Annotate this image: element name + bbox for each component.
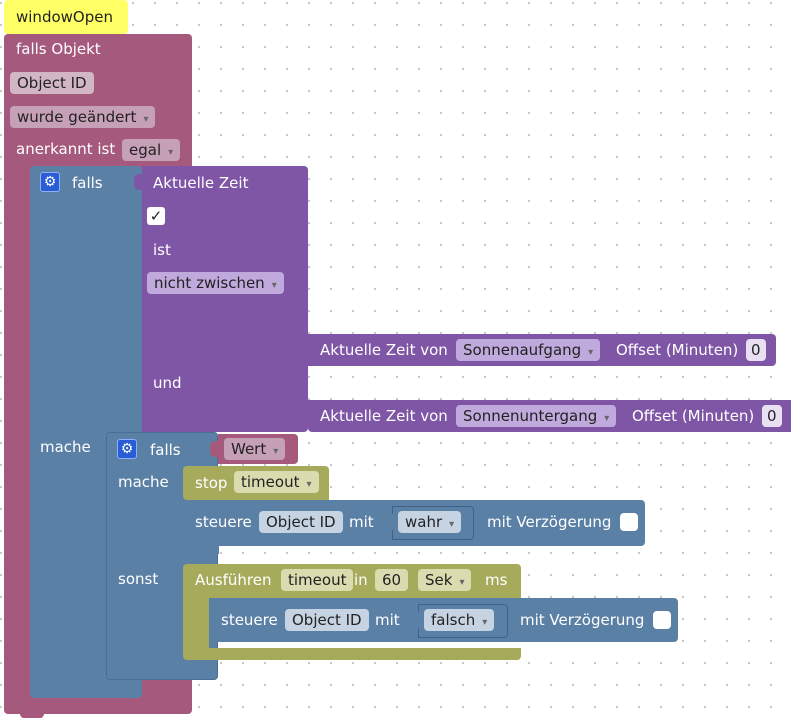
script-name-text: windowOpen xyxy=(16,8,113,26)
chevron-down-icon: ▾ xyxy=(449,519,455,530)
control-false-object-text: Object ID xyxy=(292,611,362,629)
control-false-label: steuere xyxy=(221,611,278,629)
sunset-dropdown[interactable]: Sonnenuntergang ▾ xyxy=(456,405,617,427)
inner-if-label: falls xyxy=(150,441,181,459)
timeout-in-label: in xyxy=(354,571,368,589)
sunset-dropdown-text: Sonnenuntergang xyxy=(463,407,598,425)
sunrise-offset-label: Offset (Minuten) xyxy=(616,341,739,359)
timeout-amount-field[interactable]: 60 xyxy=(375,569,409,591)
sunrise-offset-text: 0 xyxy=(751,341,761,359)
control-false-with: mit xyxy=(375,611,400,629)
value-dropdown[interactable]: Wert ▾ xyxy=(224,438,286,460)
time-is-label: ist xyxy=(153,241,171,259)
timeout-unit-suffix: ms xyxy=(485,571,508,589)
false-value-text: falsch xyxy=(431,611,476,629)
true-value-text: wahr xyxy=(405,513,443,531)
sunrise-offset-field[interactable]: 0 xyxy=(746,339,766,361)
control-true-object-text: Object ID xyxy=(266,513,336,531)
compare-dropdown-text: nicht zwischen xyxy=(154,274,265,292)
timeout-block-bottom xyxy=(183,648,521,660)
connector-plug xyxy=(300,408,310,424)
sunrise-dropdown-text: Sonnenaufgang xyxy=(463,341,582,359)
compare-dropdown[interactable]: nicht zwischen ▾ xyxy=(147,272,284,294)
timeout-block-left-arm xyxy=(183,598,209,650)
stop-timer-dropdown[interactable]: timeout ▾ xyxy=(234,471,319,493)
connector-plug xyxy=(384,514,394,530)
control-true-label: steuere xyxy=(195,513,252,531)
connector-plug xyxy=(210,441,220,457)
ack-dropdown-text: egal xyxy=(129,141,162,159)
timeout-unit-text: Sek xyxy=(425,571,453,589)
value-dropdown-text: Wert xyxy=(231,440,267,458)
if-label: falls xyxy=(72,174,103,192)
chevron-down-icon: ▾ xyxy=(143,114,149,125)
sunset-prefix: Aktuelle Zeit von xyxy=(320,407,448,425)
event-object-id-field[interactable]: Object ID xyxy=(10,72,94,94)
sunset-offset-text: 0 xyxy=(767,407,777,425)
timeout-name-field[interactable]: timeout xyxy=(281,569,354,591)
inner-else-label: sonst xyxy=(118,570,159,588)
chevron-down-icon: ▾ xyxy=(271,280,277,291)
inner-do-label: mache xyxy=(118,473,169,491)
chevron-down-icon: ▾ xyxy=(306,479,312,490)
time-checkbox[interactable]: ✓ xyxy=(147,207,165,225)
control-false-delay-checkbox[interactable] xyxy=(653,611,671,629)
sunset-offset-label: Offset (Minuten) xyxy=(632,407,755,425)
gear-icon[interactable]: ⚙ xyxy=(117,439,137,459)
stop-label: stop xyxy=(195,474,228,492)
connector-plug xyxy=(300,342,310,358)
connector-plug xyxy=(410,612,420,628)
chevron-down-icon: ▾ xyxy=(588,347,594,358)
time-and-label: und xyxy=(153,374,182,392)
timeout-name-text: timeout xyxy=(288,571,347,589)
if-do-label: mache xyxy=(40,438,91,456)
script-name-label[interactable] xyxy=(4,0,128,34)
trigger-dropdown[interactable]: wurde geändert ▾ xyxy=(10,106,156,128)
event-block-bottom-notch xyxy=(20,712,44,718)
sunrise-dropdown[interactable]: Sonnenaufgang ▾ xyxy=(456,339,601,361)
stop-timer-text: timeout xyxy=(241,473,300,491)
control-true-object-field[interactable]: Object ID xyxy=(259,511,343,533)
time-title: Aktuelle Zeit xyxy=(153,174,249,192)
sunrise-prefix: Aktuelle Zeit von xyxy=(320,341,448,359)
chevron-down-icon: ▾ xyxy=(604,413,610,424)
control-false-object-field[interactable]: Object ID xyxy=(285,609,369,631)
control-true-bottom-notch xyxy=(183,546,219,554)
ack-label: anerkannt ist xyxy=(16,140,116,158)
timeout-unit-dropdown[interactable]: Sek ▾ xyxy=(418,569,472,591)
ack-dropdown[interactable]: egal ▾ xyxy=(122,139,181,161)
chevron-down-icon: ▾ xyxy=(482,617,488,628)
true-value-dropdown[interactable]: wahr ▾ xyxy=(398,511,462,533)
chevron-down-icon: ▾ xyxy=(273,446,279,457)
control-true-delay-checkbox[interactable] xyxy=(620,513,638,531)
control-true-delay-label: mit Verzögerung xyxy=(487,513,612,531)
timeout-label: Ausführen xyxy=(195,571,272,589)
connector-plug xyxy=(134,174,144,190)
timeout-amount-text: 60 xyxy=(382,571,402,589)
control-false-delay-label: mit Verzögerung xyxy=(520,611,645,629)
chevron-down-icon: ▾ xyxy=(459,577,465,588)
false-value-dropdown[interactable]: falsch ▾ xyxy=(424,609,495,631)
sunset-offset-field[interactable]: 0 xyxy=(762,405,782,427)
control-true-with: mit xyxy=(349,513,374,531)
trigger-dropdown-text: wurde geändert xyxy=(17,108,137,126)
event-title: falls Objekt xyxy=(16,40,101,58)
time-compare-block[interactable] xyxy=(142,166,308,432)
event-object-id-text: Object ID xyxy=(17,74,87,92)
gear-icon[interactable]: ⚙ xyxy=(40,172,60,192)
chevron-down-icon: ▾ xyxy=(168,147,174,158)
